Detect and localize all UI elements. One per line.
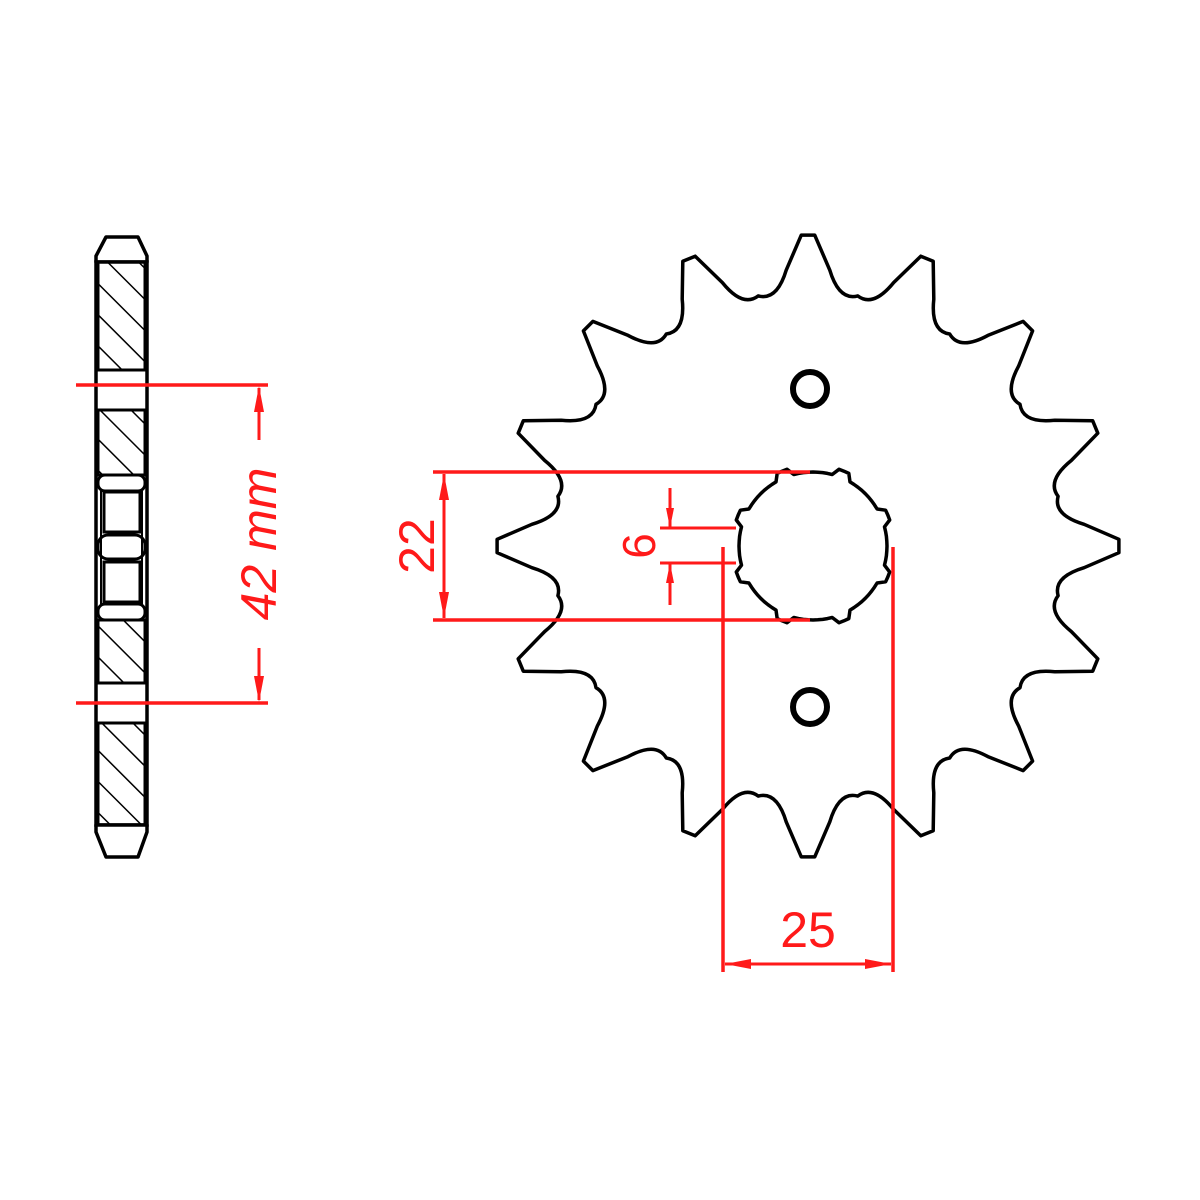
spline-bore bbox=[734, 467, 892, 625]
side-bottom-chamfer bbox=[94, 823, 149, 859]
dimension-label-25: 25 bbox=[780, 902, 836, 958]
bolt-hole-top bbox=[790, 369, 830, 409]
side-hub-band bbox=[96, 533, 147, 561]
bolt-hole-bottom bbox=[790, 687, 830, 727]
side-spline-slot bbox=[102, 560, 142, 604]
side-hub-band bbox=[96, 602, 147, 622]
side-hatch-2 bbox=[96, 408, 147, 477]
side-hub-band bbox=[96, 473, 147, 493]
dimension-label-6: 6 bbox=[613, 533, 665, 559]
side-hatch-4 bbox=[96, 721, 147, 827]
side-hatch-3 bbox=[96, 618, 147, 685]
side-view bbox=[94, 235, 149, 859]
front-view bbox=[495, 233, 1121, 859]
dimension-label-22: 22 bbox=[389, 518, 445, 574]
side-top-chamfer bbox=[94, 235, 149, 264]
dimension-label-42mm: 42 mm bbox=[231, 468, 287, 621]
dimension-lines-front bbox=[433, 470, 895, 972]
side-hatch-1 bbox=[96, 260, 147, 372]
dimension-42mm bbox=[76, 383, 268, 705]
side-spline-slot bbox=[102, 490, 142, 534]
